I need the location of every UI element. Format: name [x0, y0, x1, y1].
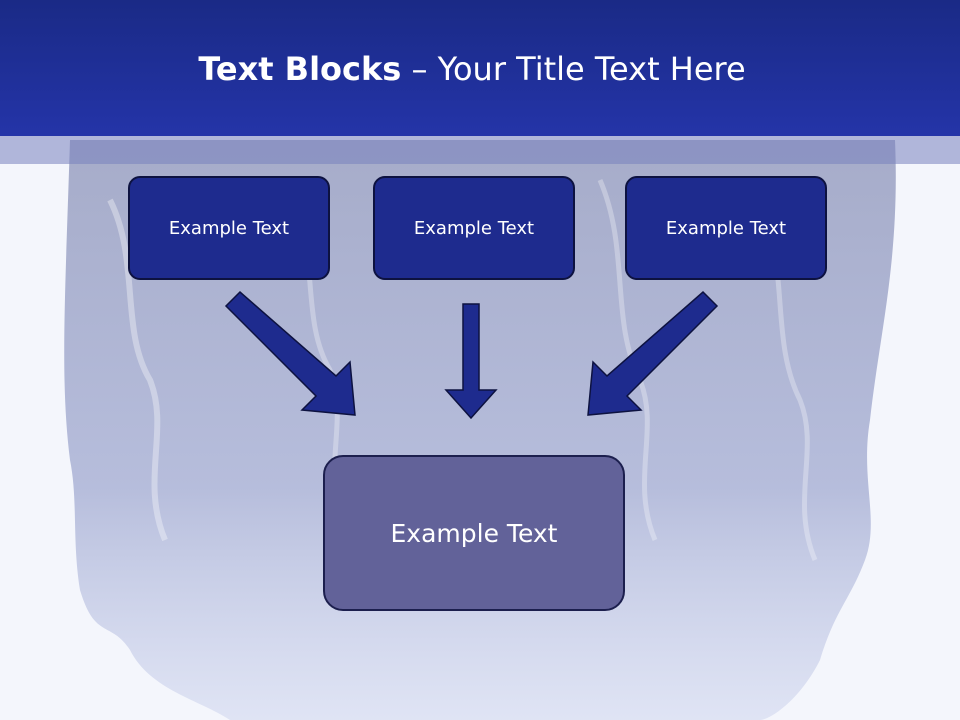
title-bar-strip — [0, 136, 960, 164]
slide-title-rest: Your Title Text Here — [437, 50, 746, 88]
text-block-bottom-label: Example Text — [390, 518, 558, 548]
text-block-center-label: Example Text — [413, 217, 535, 239]
text-block-left-label: Example Text — [168, 217, 290, 239]
text-block-right-label: Example Text — [665, 217, 787, 239]
text-block-left[interactable]: Example Text — [128, 176, 330, 280]
slide-title-separator: – — [401, 50, 438, 88]
text-block-right[interactable]: Example Text — [625, 176, 827, 280]
text-block-bottom[interactable]: Example Text — [323, 455, 625, 611]
arrow-left-diagonal — [224, 290, 356, 416]
arrow-right-diagonal — [587, 290, 719, 416]
arrow-center-down — [444, 303, 498, 420]
slide-title-bold: Text Blocks — [198, 50, 402, 88]
slide-title: Text Blocks – Your Title Text Here — [0, 50, 944, 88]
text-block-center[interactable]: Example Text — [373, 176, 575, 280]
title-bar — [0, 0, 960, 136]
